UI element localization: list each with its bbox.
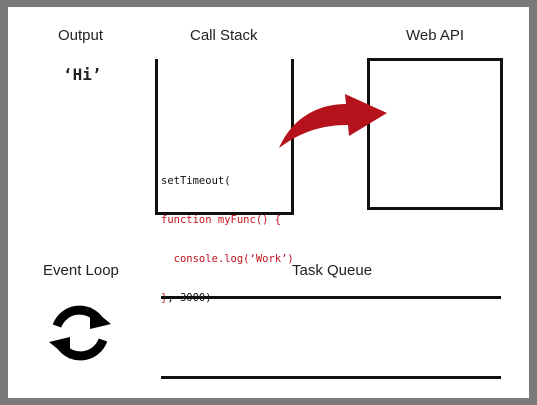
web-api-label: Web API	[406, 27, 465, 44]
output-value: ‘Hi’	[63, 65, 102, 84]
output-label: Output	[58, 27, 104, 44]
call-stack-code: setTimeout( function myFunc() { console.…	[161, 149, 294, 331]
curved-arrow-icon	[279, 94, 387, 148]
call-stack-label: Call Stack	[190, 27, 258, 44]
diagram-canvas: Output ‘Hi’ Call Stack setTimeout( funct…	[8, 7, 529, 398]
code-line-3: console.log(‘Work’)	[161, 253, 294, 265]
task-queue-top-line	[161, 296, 501, 299]
task-queue-label: Task Queue	[292, 262, 373, 279]
web-api-container	[367, 58, 503, 210]
code-line-1: setTimeout(	[161, 175, 231, 187]
task-queue-bottom-line	[161, 376, 501, 379]
event-loop-label: Event Loop	[43, 262, 119, 279]
refresh-cycle-icon	[49, 305, 111, 361]
code-line-2: function myFunc() {	[161, 214, 282, 226]
